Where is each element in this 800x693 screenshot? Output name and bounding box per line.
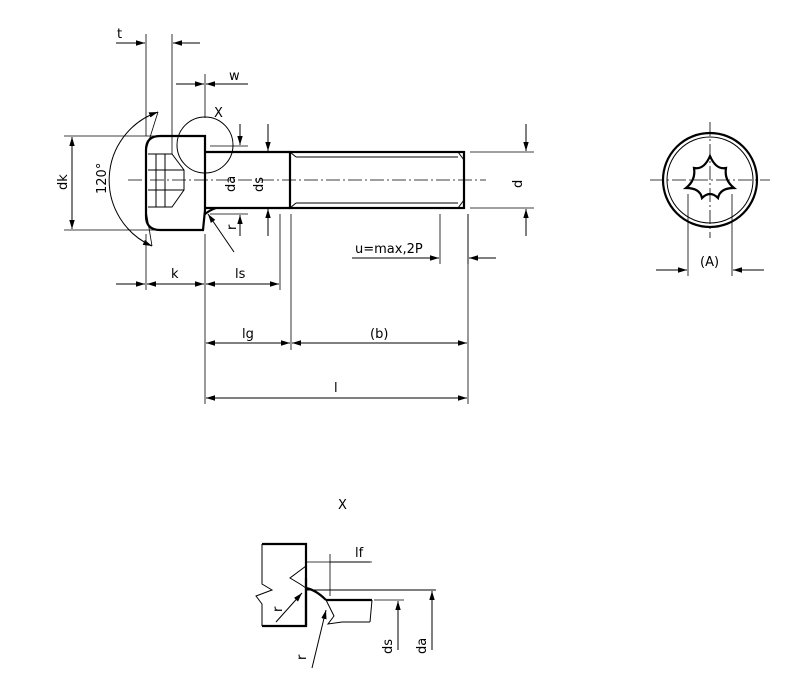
w-dimension: w [176,69,248,118]
screw-shank [204,150,466,215]
k-label: k [171,267,179,282]
ls-label: ls [235,267,246,282]
d-label: d [511,180,526,188]
ds-dimension: ds [252,124,271,236]
lg-label: lg [242,327,254,342]
r-leader: r [207,213,240,253]
A-label: (A) [700,255,719,270]
r-label: r [225,224,240,230]
lf-label: lf [355,546,364,561]
end-view: (A) [650,122,770,276]
t-dimension: t [116,27,200,154]
detail-da-label: da [415,638,430,654]
l-label: l [334,381,338,396]
ds-label: ds [252,177,267,192]
detail-r-lower-label: r [295,654,310,660]
b-label: (b) [370,327,388,342]
da-dimension: da [210,124,248,236]
u-dimension: u=max,2P [352,214,496,264]
detail-title: X [338,498,347,513]
u-label: u=max,2P [355,242,423,257]
detail-r-upper-label: r [271,606,286,612]
w-label: w [229,69,240,84]
x-callout-label: X [214,106,223,121]
l-dimension: l [206,381,467,401]
screw-head [144,134,207,232]
da-label: da [224,176,239,192]
lg-b-dimension: lg (b) [206,214,469,404]
dk-label: dk [56,174,71,190]
k-ls-dimension: k ls [116,214,281,404]
side-view: X 120° dk t w [56,27,534,404]
angle-label: 120° [95,163,110,194]
detail-x-view: X lf r r ds da [255,498,436,669]
d-dimension: d [470,124,534,236]
t-label: t [117,27,122,42]
dk-dimension: dk [56,135,158,231]
detail-ds-label: ds [381,639,396,654]
angle-120-arc [108,111,159,247]
